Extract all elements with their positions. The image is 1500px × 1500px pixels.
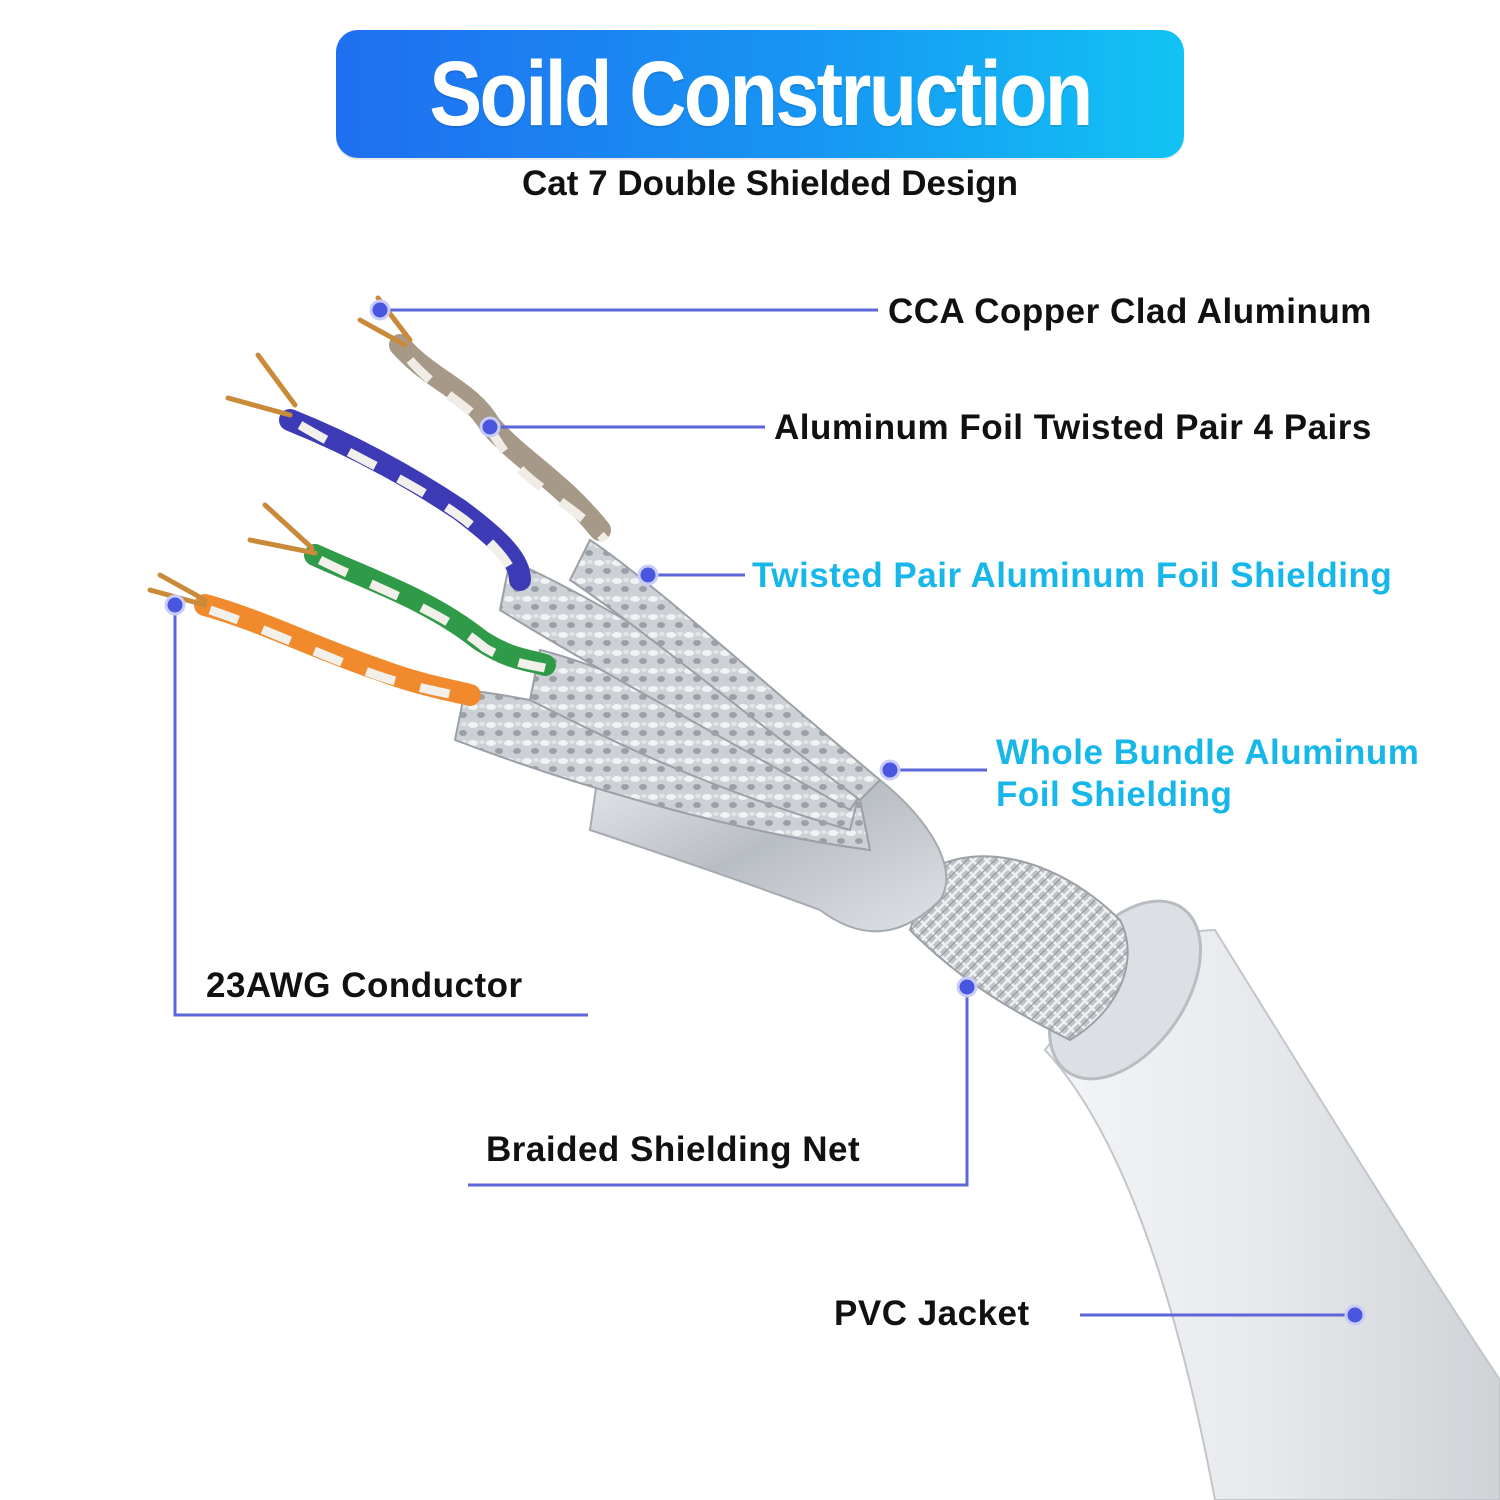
leader-braid — [468, 987, 969, 1187]
pvc-jacket — [1043, 899, 1500, 1500]
dot-cca — [369, 299, 391, 321]
page-title: Soild Construction — [429, 42, 1093, 145]
label-braid: Braided Shielding Net — [486, 1130, 861, 1169]
leader-dots — [164, 299, 1366, 1326]
dot-jacket — [1344, 1304, 1366, 1326]
title-banner — [336, 30, 1184, 158]
label-cca: CCA Copper Clad Aluminum — [888, 292, 1372, 331]
leader-conductor — [173, 605, 588, 1017]
label-bundle-shield: Whole Bundle Aluminum Foil Shielding — [996, 733, 1420, 814]
dot-bundle-shield — [879, 759, 901, 781]
label-jacket: PVC Jacket — [834, 1294, 1030, 1333]
dot-braid — [956, 976, 978, 998]
label-pair-shield: Twisted Pair Aluminum Foil Shielding — [752, 556, 1393, 595]
label-foil-pairs: Aluminum Foil Twisted Pair 4 Pairs — [774, 408, 1372, 447]
dot-conductor — [164, 594, 186, 616]
dot-pair-shield — [637, 564, 659, 586]
page-subtitle: Cat 7 Double Shielded Design — [522, 164, 1018, 203]
pair-foils — [453, 538, 882, 852]
leader-lines — [173, 308, 1355, 1317]
copper-conductors — [147, 295, 413, 608]
twisted-pairs — [194, 334, 611, 706]
label-conductor: 23AWG Conductor — [206, 966, 523, 1005]
dot-foil-pairs — [479, 416, 501, 438]
